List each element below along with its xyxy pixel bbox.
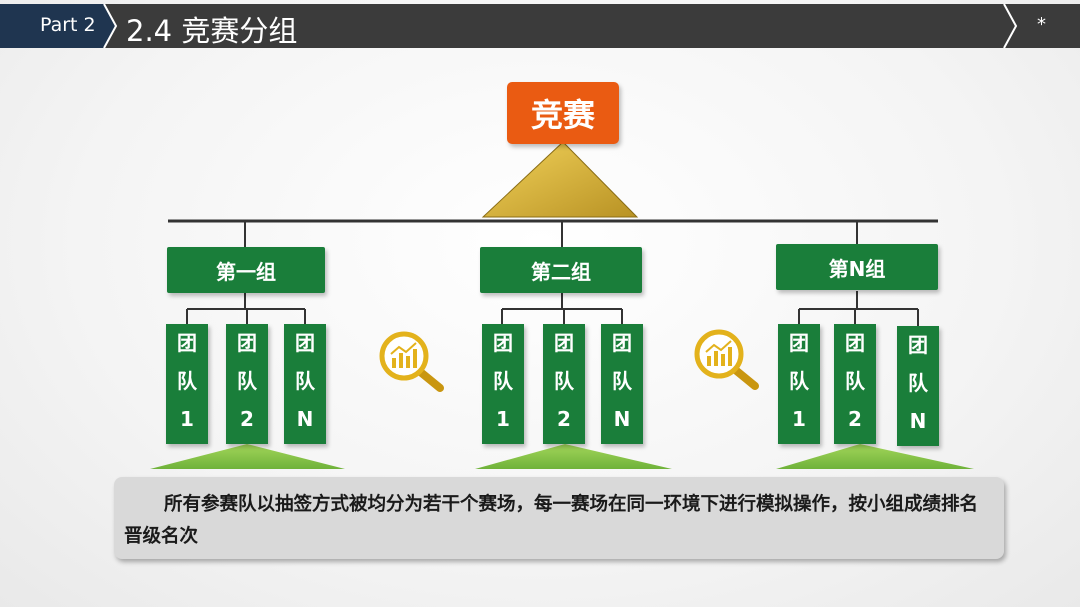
team-char: 1 bbox=[792, 407, 806, 431]
team-char: N bbox=[613, 407, 631, 431]
search-chart-icon bbox=[379, 331, 444, 392]
team-char: 队 bbox=[908, 371, 928, 395]
team-char: 2 bbox=[240, 407, 254, 431]
team-char: 队 bbox=[554, 369, 574, 393]
slide-header: Part 2 2.4 竞赛分组 * bbox=[0, 0, 1080, 50]
description-text: 所有参赛队以抽签方式被均分为若干个赛场，每一赛场在同一环境下进行模拟操作，按小组… bbox=[124, 494, 979, 547]
team-node: 团 队 1 bbox=[482, 324, 524, 444]
team-char: 1 bbox=[180, 407, 194, 431]
gold-triangle bbox=[481, 141, 639, 218]
team-char: 团 bbox=[295, 331, 315, 355]
team-char: 团 bbox=[908, 333, 928, 357]
team-char: 队 bbox=[845, 369, 865, 393]
header-banner bbox=[0, 3, 1080, 49]
team-char: 队 bbox=[493, 369, 513, 393]
group1-base bbox=[150, 444, 345, 469]
group2-base bbox=[475, 444, 672, 469]
team-node: 团 队 2 bbox=[226, 324, 268, 444]
team-node: 团 队 1 bbox=[166, 324, 208, 444]
team-char: 1 bbox=[496, 407, 510, 431]
team-char: 团 bbox=[554, 331, 574, 355]
team-char: 团 bbox=[845, 331, 865, 355]
team-char: 团 bbox=[237, 331, 257, 355]
team-node: 团 队 N bbox=[284, 324, 326, 444]
team-char: 队 bbox=[612, 369, 632, 393]
team-char: 队 bbox=[237, 369, 257, 393]
description-box: 所有参赛队以抽签方式被均分为若干个赛场，每一赛场在同一环境下进行模拟操作，按小组… bbox=[114, 477, 1004, 559]
team-char: N bbox=[296, 407, 314, 431]
team-node: 团 队 1 bbox=[778, 324, 820, 444]
team-char: N bbox=[909, 409, 927, 433]
team-node: 团 队 N bbox=[601, 324, 643, 444]
team-char: 2 bbox=[557, 407, 571, 431]
team-node: 团 队 2 bbox=[834, 324, 876, 444]
root-node: 竞赛 bbox=[507, 82, 619, 144]
team-char: 团 bbox=[612, 331, 632, 355]
group-node-n: 第N组 bbox=[776, 244, 938, 290]
page-marker: * bbox=[1037, 14, 1046, 35]
groupN-base bbox=[776, 444, 974, 469]
team-char: 团 bbox=[493, 331, 513, 355]
team-char: 队 bbox=[295, 369, 315, 393]
team-node: 团 队 N bbox=[897, 326, 939, 446]
search-chart-icon bbox=[694, 329, 759, 390]
team-char: 团 bbox=[177, 331, 197, 355]
team-char: 团 bbox=[789, 331, 809, 355]
team-char: 2 bbox=[848, 407, 862, 431]
team-node: 团 队 2 bbox=[543, 324, 585, 444]
slide-title: 2.4 竞赛分组 bbox=[126, 14, 298, 48]
group-node-1: 第一组 bbox=[167, 247, 325, 293]
team-char: 队 bbox=[177, 369, 197, 393]
part-label: Part 2 bbox=[40, 14, 96, 36]
group-node-2: 第二组 bbox=[480, 247, 642, 293]
team-char: 队 bbox=[789, 369, 809, 393]
